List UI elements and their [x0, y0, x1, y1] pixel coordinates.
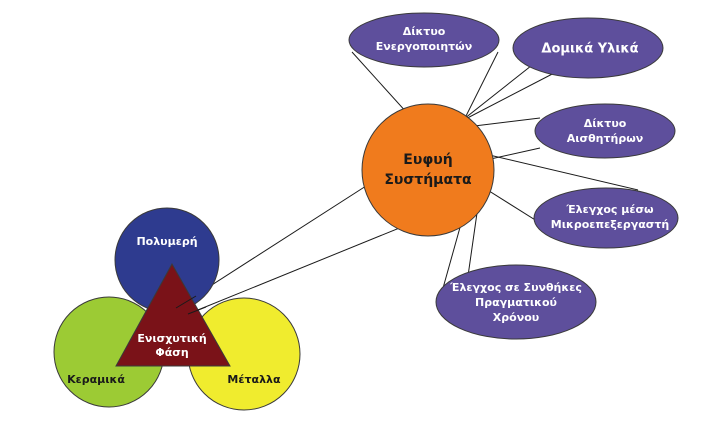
satellite-sensors-line1: Δίκτυο [584, 117, 627, 130]
reinforcement-triangle [115, 262, 231, 367]
polymers-label: Πολυμερή [136, 235, 197, 248]
hub-label-line2: Συστήματα [384, 172, 472, 188]
satellite-structural-materials [512, 17, 664, 79]
hub-circle [361, 103, 495, 237]
connector-realtime-b [467, 205, 479, 277]
connector-sensors-b [485, 147, 541, 161]
satellite-realtime-line1: Έλεγχος σε Συνθήκες [449, 281, 582, 294]
satellite-realtime-line2: Πραγματικού [475, 296, 557, 309]
reinforcement-label-line1: Ενισχυτική [137, 332, 206, 345]
material-circles [53, 207, 301, 411]
connector-materials-b [451, 69, 561, 127]
satellite-microprocessor [533, 187, 679, 249]
reinforcement-label-line2: Φάση [155, 346, 188, 359]
satellite-actuators-line1: Δίκτυο [403, 25, 446, 38]
satellite-realtime [435, 264, 597, 340]
connector-micro-a [467, 149, 639, 191]
connector-phase-upper-overlay [175, 295, 197, 309]
metals-label: Μέταλλα [227, 373, 281, 386]
satellite-realtime-line3: Χρόνου [493, 311, 539, 324]
ceramics-label: Κεραμικά [67, 373, 125, 386]
satellite-structural-materials-label: Δομικά Υλικά [541, 42, 638, 57]
satellite-microprocessor-line2: Μικροεπεξεργαστή [551, 218, 669, 231]
satellite-sensors-line2: Αισθητήρων [567, 132, 644, 145]
hub-label-line1: Ευφυή [403, 152, 452, 168]
satellite-labels: Δίκτυο Ενεργοποιητών Δομικά Υλικά Δίκτυο… [376, 25, 669, 324]
satellite-microprocessor-line1: Έλεγχος μέσω [565, 203, 654, 216]
satellite-nodes [348, 12, 679, 340]
connector-phase-lower [187, 217, 425, 315]
satellite-sensors [534, 103, 676, 159]
satellite-actuators [348, 12, 500, 68]
hub-connectors [351, 51, 639, 307]
connector-phase-lower-overlay [187, 306, 207, 315]
satellite-actuators-line2: Ενεργοποιητών [376, 40, 473, 53]
